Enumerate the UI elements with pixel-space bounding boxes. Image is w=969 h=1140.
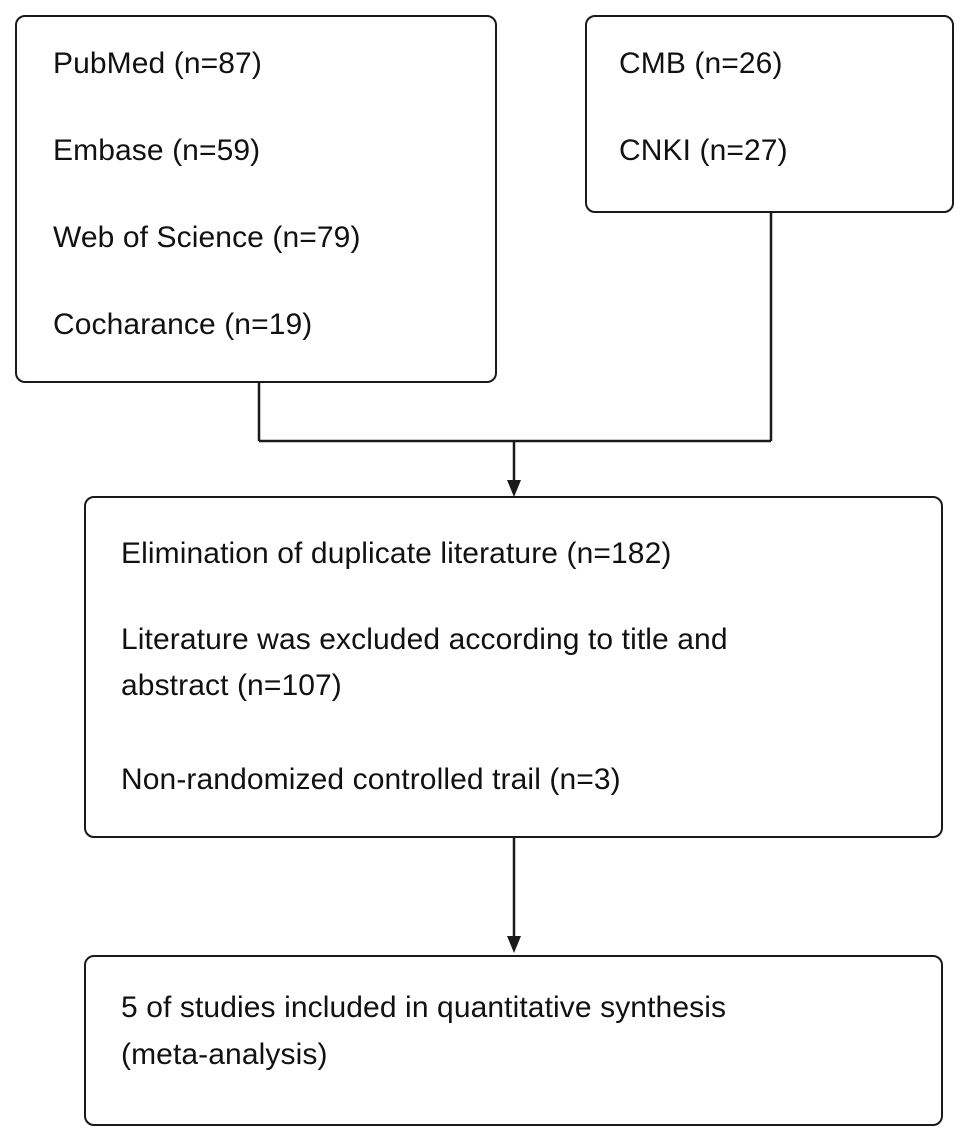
included-studies-box: 5 of studies included in quantitative sy…	[84, 955, 943, 1126]
arrowhead-to-included	[507, 936, 521, 953]
duplicates-excluded: Elimination of duplicate literature (n=1…	[121, 537, 672, 570]
arrowhead-to-exclusion	[507, 480, 521, 497]
exclusion-box: Elimination of duplicate literature (n=1…	[84, 496, 943, 838]
included-studies-line1: 5 of studies included in quantitative sy…	[121, 991, 727, 1024]
title-abstract-excluded-line2: abstract (n=107)	[121, 669, 342, 702]
english-databases-box: PubMed (n=87) Embase (n=59) Web of Scien…	[15, 15, 497, 383]
source-cnki: CNKI (n=27)	[619, 134, 788, 167]
source-cmb: CMB (n=26)	[619, 47, 783, 80]
source-web-of-science: Web of Science (n=79)	[53, 221, 361, 254]
source-pubmed: PubMed (n=87)	[53, 47, 262, 80]
source-cocharance: Cocharance (n=19)	[53, 308, 313, 341]
source-embase: Embase (n=59)	[53, 134, 261, 167]
non-rct-excluded: Non-randomized controlled trail (n=3)	[121, 763, 621, 796]
title-abstract-excluded-line1: Literature was excluded according to tit…	[121, 623, 728, 656]
included-studies-line2: (meta-analysis)	[121, 1038, 328, 1071]
chinese-databases-box: CMB (n=26) CNKI (n=27)	[585, 15, 954, 213]
